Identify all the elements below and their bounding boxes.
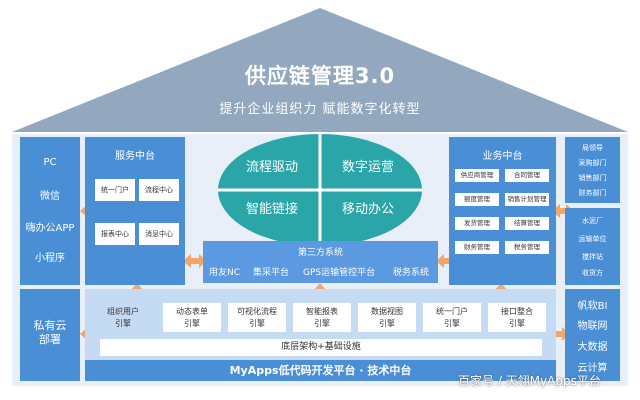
arrow-svc-third [183, 254, 199, 268]
partner-cement-plant: 水泥厂 [582, 217, 603, 225]
third-party-nc[interactable]: 用友NC [209, 268, 241, 278]
business-center-title: 业务中台 [482, 151, 523, 162]
base-layer: 底层架构+基础设施 [100, 339, 542, 356]
service-center-panel: 服务中台 统一门户 流程中心 报表中心 消息中心 [85, 137, 185, 285]
stakeholder-finance: 财务部门 [578, 189, 607, 197]
engine-interface-suffix: 引擎 [509, 319, 525, 328]
third-party-title: 第三方系统 [297, 248, 343, 258]
engine-dynamic-form-name: 动态表单 [176, 307, 208, 316]
hub-quadrant-mobile: 移动办公 [341, 202, 394, 217]
third-party-gps[interactable]: GPS运输管控平台 [303, 268, 376, 278]
platform-label: MyApps低代码开发平台 · 技术中台 [85, 360, 556, 381]
service-item-portal[interactable]: 统一门户 [95, 179, 135, 201]
service-item-report[interactable]: 报表中心 [95, 223, 135, 245]
tech-iot: 物联网 [577, 321, 608, 332]
engine-visual-flow[interactable]: 可视化流程 引擎 [228, 303, 286, 332]
channel-wechat[interactable]: 微信 [40, 191, 60, 202]
third-party-procurement[interactable]: 集采平台 [253, 268, 290, 278]
biz-item-quota[interactable]: 额度管理 [455, 193, 499, 206]
engine-portal-suffix: 引擎 [444, 319, 460, 328]
channel-panel: PC 微信 嗨办公APP 小程序 [20, 137, 80, 285]
service-item-message[interactable]: 消息中心 [139, 223, 179, 245]
private-cloud-panel: 私有云 部署 [20, 289, 80, 381]
roof-shape [12, 8, 628, 132]
biz-item-supplier[interactable]: 供应商管理 [455, 169, 499, 182]
watermark: 百家号 / 天翎MyApps平台 [458, 374, 601, 388]
arrow-third-biz [436, 254, 452, 268]
partner-mixing-station: 搅拌站 [582, 253, 603, 261]
engine-smart-report-suffix: 引擎 [314, 319, 330, 328]
channel-miniprogram[interactable]: 小程序 [35, 253, 65, 264]
stakeholder-panel: 局领导 采购部门 销售部门 财务部门 [565, 137, 620, 203]
service-item-process[interactable]: 流程中心 [139, 179, 179, 201]
channel-pc[interactable]: PC [43, 157, 57, 168]
hub-quadrant-operations: 数字运营 [341, 160, 394, 175]
page-title: 供应链管理3.0 [244, 64, 396, 88]
biz-item-contract[interactable]: 合同管理 [505, 169, 549, 182]
engine-dynamic-form-suffix: 引擎 [184, 319, 200, 328]
partner-receiver: 收货方 [582, 269, 603, 277]
tech-bigdata: 大数据 [577, 342, 608, 353]
engine-org-user-name: 组织用户 [107, 307, 139, 316]
engine-visual-flow-suffix: 引擎 [249, 319, 265, 328]
arrow-biz-right [552, 204, 568, 218]
engine-org-user-suffix: 引擎 [115, 319, 131, 328]
biz-item-tax[interactable]: 税务管理 [505, 241, 549, 254]
biz-item-sales-plan[interactable]: 销售计划管理 [505, 193, 549, 206]
service-center-title: 服务中台 [115, 151, 155, 162]
engine-portal-name: 统一门户 [436, 307, 468, 316]
private-cloud-line1: 私有云 [33, 319, 67, 332]
engine-interface[interactable]: 接口整合 引擎 [488, 303, 546, 332]
third-party-panel: 第三方系统 用友NC 集采平台 GPS运输管控平台 税务系统 [203, 241, 438, 283]
engine-visual-flow-name: 可视化流程 [237, 307, 277, 316]
partner-panel: 水泥厂 运输单位 搅拌站 收货方 [565, 208, 620, 285]
tech-panel: 帆软BI 物联网 大数据 云计算 [565, 289, 620, 381]
engine-data-view[interactable]: 数据视图 引擎 [358, 303, 416, 332]
engine-org-user[interactable]: 组织用户 引擎 [95, 303, 151, 332]
third-party-tax[interactable]: 税务系统 [393, 268, 430, 278]
stakeholder-purchasing: 采购部门 [578, 159, 607, 167]
engine-portal[interactable]: 统一门户 引擎 [423, 303, 481, 332]
stakeholder-leader: 局领导 [582, 144, 603, 152]
hub-quadrant-process: 流程驱动 [245, 160, 298, 175]
biz-item-shipping[interactable]: 发货管理 [455, 217, 499, 230]
tech-cloud: 云计算 [577, 363, 608, 374]
engine-smart-report-name: 智能报表 [306, 307, 338, 316]
business-center-panel: 业务中台 供应商管理 合同管理 额度管理 销售计划管理 发货管理 结算管理 财务… [449, 137, 556, 285]
biz-item-settlement[interactable]: 结算管理 [505, 217, 549, 230]
partner-transport: 运输单位 [578, 235, 607, 243]
biz-item-finance[interactable]: 财务管理 [455, 241, 499, 254]
tech-bi: 帆软BI [577, 301, 608, 312]
engine-dynamic-form[interactable]: 动态表单 引擎 [163, 303, 221, 332]
private-cloud-line2: 部署 [39, 333, 61, 346]
engine-data-view-suffix: 引擎 [379, 319, 395, 328]
stakeholder-sales: 销售部门 [578, 174, 607, 182]
engine-data-view-name: 数据视图 [371, 307, 403, 316]
hub-quadrant-link: 智能链接 [245, 202, 298, 217]
engine-smart-report[interactable]: 智能报表 引擎 [293, 303, 351, 332]
page-subtitle: 提升企业组织力 赋能数字化转型 [219, 102, 421, 117]
channel-app[interactable]: 嗨办公APP [25, 223, 75, 234]
engine-interface-name: 接口整合 [501, 307, 533, 316]
